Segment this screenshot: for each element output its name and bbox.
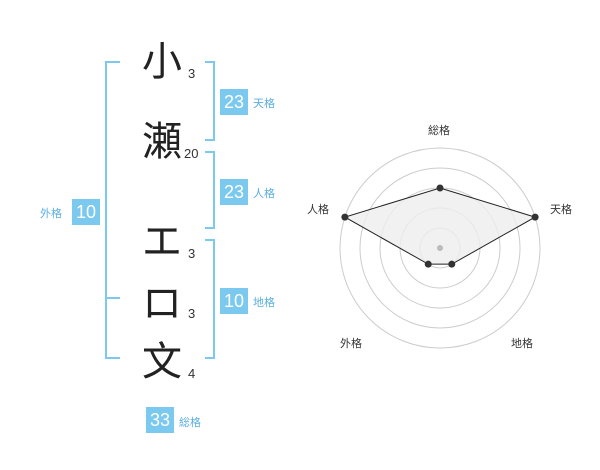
soukaku-value: 33 [146, 407, 174, 433]
stroke-count-1: 3 [188, 66, 196, 81]
radar-center-dot [437, 245, 443, 251]
tenkaku-value: 23 [220, 89, 248, 115]
radar-point-4 [341, 213, 349, 221]
radar-label-chikaku: 地格 [511, 337, 533, 350]
name-char-5: 文 [142, 339, 182, 385]
stroke-count-2: 20 [184, 146, 199, 161]
radar-point-0 [436, 184, 444, 192]
stroke-count-3: 3 [188, 246, 196, 261]
stroke-count-4: 3 [188, 306, 196, 321]
jinkaku-label: 人格 [253, 187, 275, 200]
soukaku-label: 総格 [179, 416, 201, 429]
radar-label-soukaku: 総格 [428, 124, 450, 137]
stroke-count-5: 4 [188, 366, 196, 381]
name-char-4: ロ [142, 281, 182, 327]
tenkaku-label: 天格 [253, 97, 275, 110]
radar-label-jinkaku: 人格 [307, 203, 329, 216]
radar-point-1 [531, 213, 539, 221]
radar-polygon [343, 187, 537, 265]
radar-ring [339, 147, 541, 349]
radar-label-gaikaku: 外格 [340, 337, 362, 350]
radar-point-3 [424, 260, 432, 268]
radar-ring [359, 167, 521, 329]
gaikaku-label: 外格 [40, 207, 62, 220]
name-char-2: 瀬 [142, 119, 182, 165]
chikaku-value: 10 [220, 288, 248, 314]
chikaku-label: 地格 [253, 296, 275, 309]
jinkaku-value: 23 [220, 179, 248, 205]
radar-point-2 [448, 260, 456, 268]
gaikaku-value: 10 [72, 199, 100, 225]
radar-label-tenkaku: 天格 [550, 203, 572, 216]
name-char-1: 小 [142, 39, 182, 85]
name-char-3: エ [142, 219, 182, 265]
